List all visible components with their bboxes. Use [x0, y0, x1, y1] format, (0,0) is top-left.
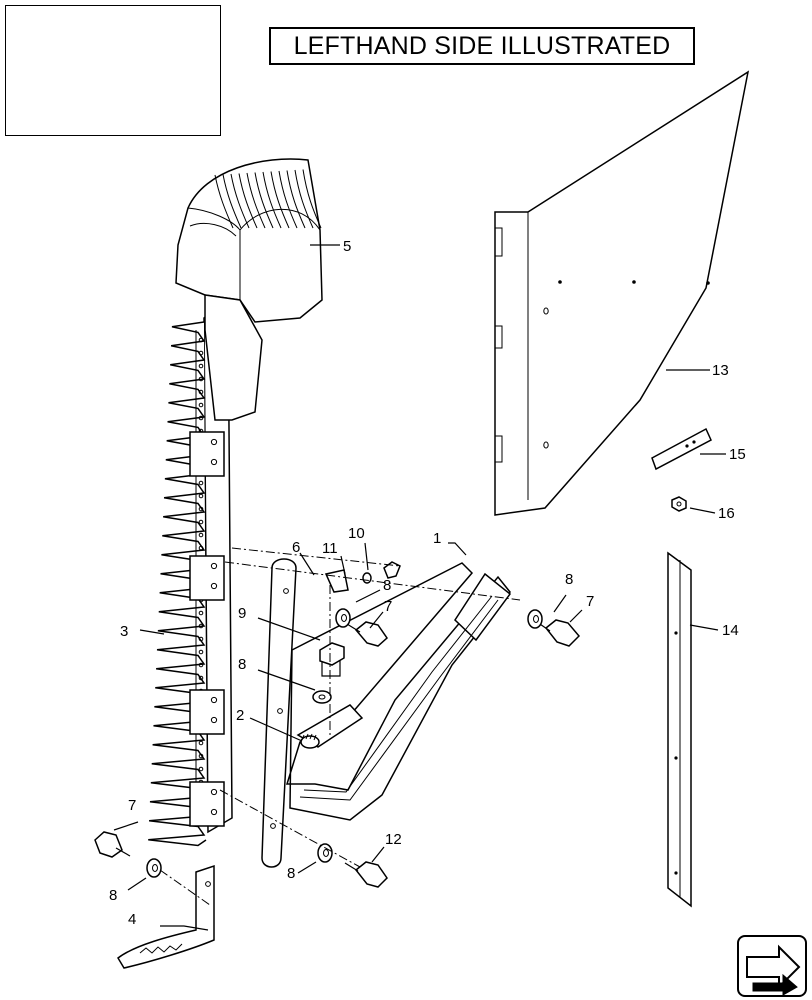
washer-part-11-small[interactable] [362, 572, 372, 584]
washer-part-8-b[interactable] [527, 609, 543, 629]
bolt-part-7-lower-left[interactable] [94, 831, 131, 858]
callout-5: 5 [343, 238, 351, 255]
leader-lines [113, 244, 726, 931]
knife-bar-part-3[interactable] [148, 298, 233, 847]
callout-8-c: 8 [238, 656, 246, 673]
callout-13: 13 [712, 362, 729, 379]
bolt-part-9[interactable] [319, 642, 345, 677]
callout-4: 4 [128, 911, 136, 928]
bolt-part-7-right[interactable] [536, 619, 581, 647]
callout-11: 11 [322, 540, 338, 557]
callout-10: 10 [348, 525, 365, 542]
callout-labels: 5 13 15 16 14 1 3 4 6 11 10 8 7 8 7 9 8 … [109, 238, 746, 928]
empty-corner-box [5, 5, 221, 136]
callout-7-b: 7 [586, 593, 594, 610]
next-page-button[interactable] [737, 935, 807, 997]
washer-part-8-c[interactable] [312, 690, 332, 704]
callout-8-d: 8 [109, 887, 117, 904]
callout-2: 2 [236, 707, 244, 724]
callout-15: 15 [729, 446, 746, 463]
callout-8-b: 8 [565, 571, 573, 588]
callout-14: 14 [722, 622, 739, 639]
washer-part-8-e[interactable] [317, 843, 333, 863]
side-panel-part-13[interactable] [494, 70, 750, 516]
callout-12: 12 [385, 831, 402, 848]
callout-1: 1 [433, 530, 441, 547]
guard-part-4[interactable] [117, 864, 215, 969]
angle-strip-part-14[interactable] [667, 551, 692, 908]
illustration-caption: LEFTHAND SIDE ILLUSTRATED [269, 27, 695, 65]
callout-7-c: 7 [128, 797, 136, 814]
plate-part-15[interactable] [651, 427, 712, 471]
bolt-part-10[interactable] [383, 561, 401, 579]
callout-6: 6 [292, 539, 300, 556]
nut-part-16[interactable] [671, 496, 687, 512]
callout-8-a: 8 [383, 577, 391, 594]
washer-part-8-a[interactable] [335, 608, 351, 628]
next-page-arrow-icon [746, 944, 801, 996]
bar-part-6[interactable] [261, 558, 297, 868]
callout-3: 3 [120, 623, 128, 640]
washer-part-8-d[interactable] [146, 858, 162, 878]
bearing-part-2[interactable] [300, 733, 320, 749]
callout-7-a: 7 [384, 598, 392, 615]
assembly-centerlines [159, 547, 521, 906]
callout-8-e: 8 [287, 865, 295, 882]
bolt-part-7-upper-left[interactable] [346, 621, 388, 647]
callout-9: 9 [238, 605, 246, 622]
end-cap-part-5[interactable] [175, 158, 323, 421]
bolt-part-12[interactable] [344, 861, 388, 888]
callout-16: 16 [718, 505, 735, 522]
